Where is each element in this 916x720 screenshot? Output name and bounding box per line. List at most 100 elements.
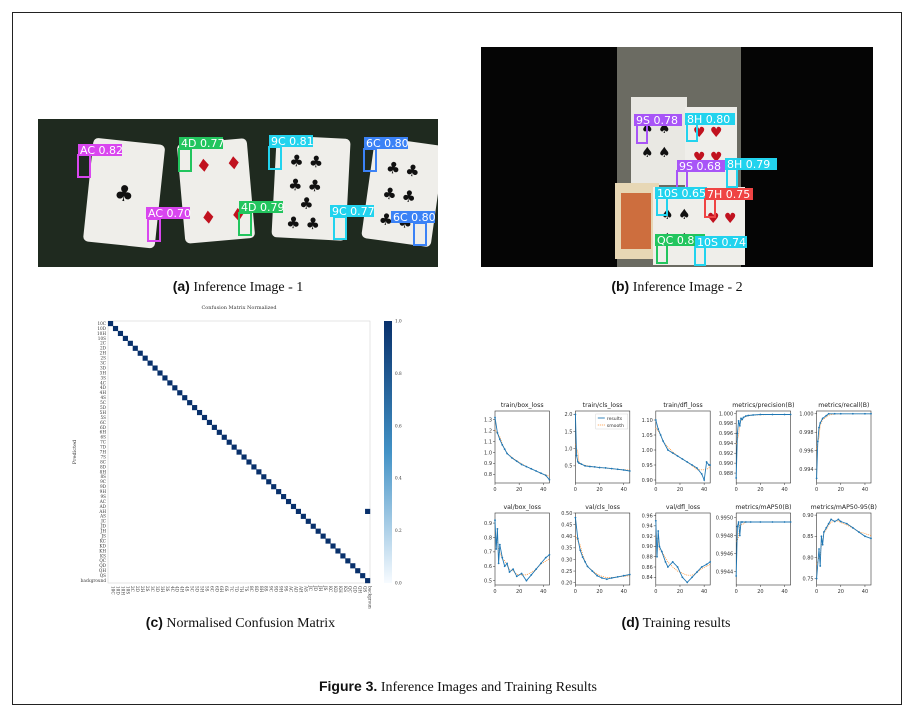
- data-point: [496, 527, 499, 530]
- data-point: [593, 465, 596, 468]
- x-tick-label: 20: [838, 589, 844, 595]
- cm-y-tick: 9D: [100, 484, 107, 489]
- cm-y-tick: 2D: [100, 346, 107, 351]
- data-point: [825, 414, 828, 417]
- svg-text:♦: ♦: [225, 153, 243, 175]
- cm-cell: [167, 380, 173, 386]
- cm-y-tick: QS: [100, 573, 106, 578]
- y-tick-label: 0.990: [719, 461, 733, 467]
- subplot-title: train/cls_loss: [583, 402, 623, 409]
- cm-cell: [122, 335, 128, 341]
- cm-y-tick: background: [81, 578, 107, 583]
- caption-c-letter: (c): [145, 614, 163, 630]
- data-point: [837, 518, 840, 521]
- cm-cell: [127, 340, 133, 346]
- cm-x-tick: 6D: [214, 586, 219, 593]
- data-point: [494, 416, 496, 419]
- cm-cell: [206, 419, 213, 426]
- inference-image-1: ♣ ♦ ♦ ♦ ♦ ♣ ♣ ♣ ♣ ♣ ♣ ♣ ♣ ♣ ♣ ♣ ♣ ♣: [38, 119, 444, 267]
- cm-x-tick: 8D: [254, 586, 259, 593]
- subplot-title: metrics/precision(B): [732, 402, 794, 409]
- x-tick-label: 20: [677, 487, 683, 493]
- cm-y-tick: AS: [99, 514, 106, 519]
- cm-cell: [271, 484, 277, 490]
- data-point: [575, 454, 578, 457]
- y-tick-label: 0.996: [719, 431, 733, 437]
- cm-cell: [132, 345, 138, 351]
- cm-cell: [241, 454, 247, 460]
- data-point: [579, 549, 582, 552]
- data-point: [591, 570, 594, 572]
- data-point: [821, 417, 824, 420]
- cm-y-tick: 4C: [100, 380, 106, 385]
- data-point: [737, 521, 740, 523]
- data-point: [548, 478, 551, 481]
- data-point: [497, 562, 500, 565]
- subplot-title: train/box_loss: [501, 402, 544, 409]
- cm-y-tick: 3H: [100, 370, 107, 375]
- y-tick-label: 1.00: [642, 448, 653, 454]
- cm-cell: [360, 573, 366, 579]
- cm-x-tick: 10C: [110, 586, 115, 595]
- svg-text:♥ ♥: ♥ ♥: [693, 125, 723, 141]
- caption-b-letter: (b): [611, 278, 630, 294]
- x-tick-label: 0: [493, 487, 496, 493]
- data-point: [628, 573, 631, 576]
- data-point: [605, 578, 608, 581]
- cm-x-tick: JH: [318, 585, 323, 592]
- subplot-axes: [816, 410, 872, 484]
- cm-x-tick: 6H: [219, 586, 224, 593]
- y-tick-label: 0.998: [719, 421, 733, 427]
- cm-cell: [236, 449, 242, 455]
- data-point: [520, 572, 523, 575]
- x-tick-label: 0: [654, 589, 657, 595]
- y-tick-label: 0.992: [719, 451, 733, 457]
- cm-x-tick: 5C: [190, 586, 195, 592]
- cm-y-tick: 6S: [100, 435, 106, 440]
- data-point: [576, 537, 579, 540]
- det-label: 6C 0.80: [393, 211, 436, 224]
- x-tick-label: 0: [735, 589, 738, 595]
- cm-y-tick: 8S: [100, 474, 106, 479]
- cm-x-tick: 4H: [180, 586, 185, 593]
- cm-x-tick: 4D: [175, 586, 180, 593]
- y-tick-label: 0.994: [799, 467, 813, 473]
- det-label: 8H 0.79: [727, 158, 770, 171]
- cm-x-tick: 2H: [140, 586, 145, 593]
- data-point: [783, 413, 786, 416]
- data-point: [622, 574, 625, 577]
- cm-y-tick: KD: [100, 543, 107, 548]
- y-tick-label: 0.96: [642, 513, 653, 519]
- cm-y-tick: JS: [100, 534, 106, 539]
- data-point: [845, 522, 848, 525]
- data-point: [656, 555, 658, 558]
- data-point: [535, 568, 538, 571]
- subplot-title: val/cls_loss: [585, 504, 620, 511]
- y-tick-label: 1.3: [484, 418, 492, 424]
- series-results: [574, 517, 630, 580]
- y-tick-label: 0.90: [642, 478, 653, 484]
- cm-y-tick: QD: [99, 563, 106, 568]
- data-point: [851, 526, 854, 529]
- caption-c: (c) Normalised Confusion Matrix: [68, 614, 413, 632]
- cm-x-tick: AC: [288, 585, 293, 592]
- data-point: [827, 412, 830, 415]
- data-point: [657, 428, 660, 430]
- series-results: [655, 520, 711, 584]
- y-tick-label: 1.1: [484, 439, 492, 445]
- svg-text:♥ ♥: ♥ ♥: [707, 211, 737, 227]
- cm-cell: [117, 330, 124, 337]
- data-point: [830, 518, 833, 521]
- data-point: [839, 520, 842, 523]
- cm-cell: [162, 375, 168, 381]
- subplot-axes: [735, 410, 791, 484]
- det-label: 4D 0.79: [241, 201, 284, 214]
- cm-y-tick: 4D: [100, 385, 107, 390]
- x-tick-label: 40: [540, 487, 546, 493]
- cm-x-tick: 7S: [244, 586, 249, 592]
- data-point: [660, 550, 663, 553]
- y-tick-label: 1.000: [719, 411, 733, 417]
- cm-x-tick: 9H: [279, 586, 284, 593]
- y-tick-label: 0.84: [642, 575, 653, 581]
